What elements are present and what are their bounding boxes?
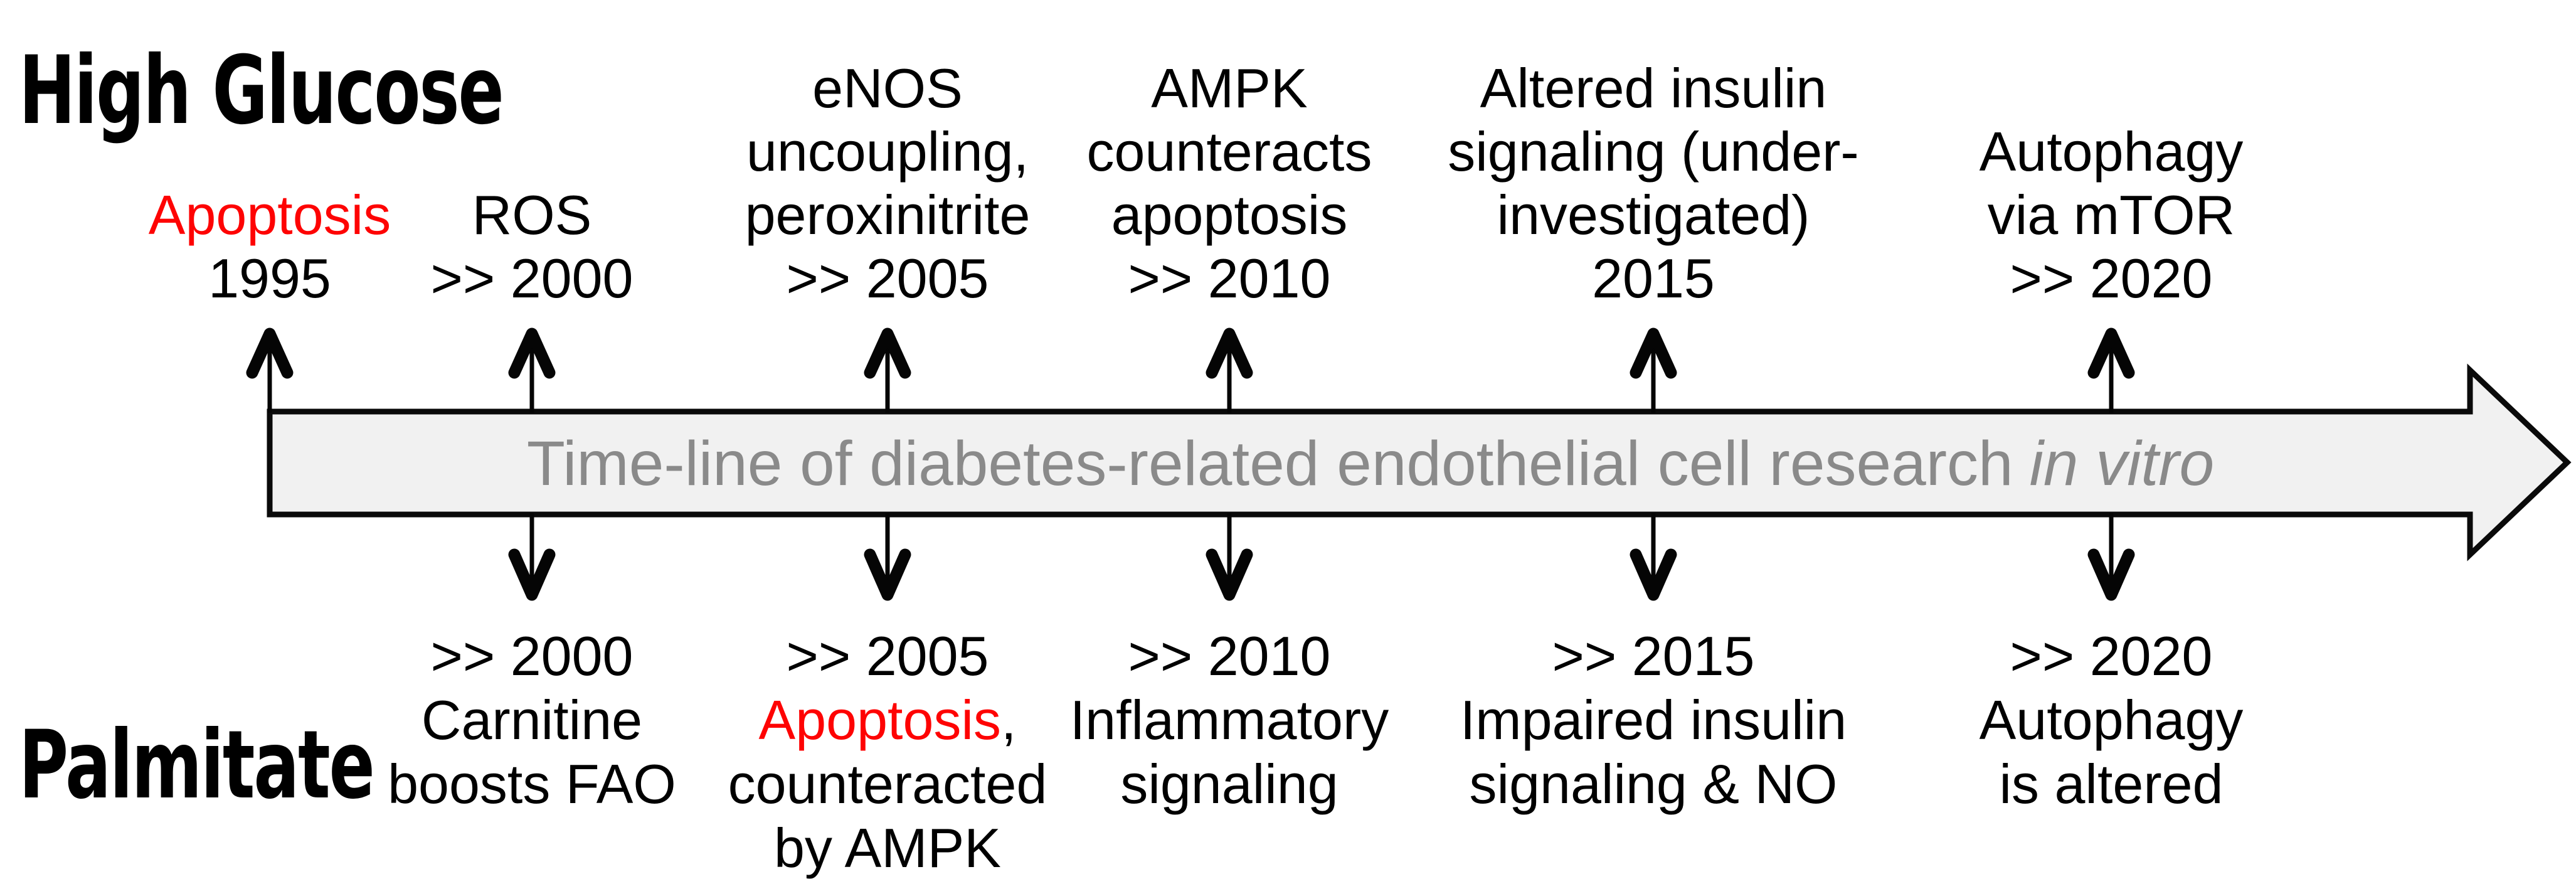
event-text: counteracts	[1086, 120, 1372, 183]
palmitate-event-2005: >> 2005 Apoptosis, counteracted by AMPK	[643, 624, 1132, 880]
event-text: Autophagy	[1979, 689, 2244, 751]
timeline-title-italic: in vitro	[2029, 428, 2215, 499]
event-text: counteracted	[728, 753, 1047, 815]
palmitate-event-2015: >> 2015 Impaired insulin signaling & NO	[1409, 624, 1898, 816]
event-text: Carnitine	[421, 689, 643, 751]
down-arrow-2000	[508, 513, 556, 601]
hg-event-1995: Apoptosis 1995	[25, 183, 514, 310]
event-year: 2015	[1592, 247, 1715, 309]
palmitate-event-2020: >> 2020 Autophagy is altered	[1867, 624, 2356, 816]
up-arrow-2010	[1206, 328, 1253, 413]
up-arrow-2000	[508, 328, 556, 413]
event-text: ROS	[472, 184, 592, 246]
event-year: >> 2000	[430, 247, 633, 309]
event-year: >> 2020	[2010, 247, 2213, 309]
event-text: boosts FAO	[388, 753, 676, 815]
event-text: via mTOR	[1987, 184, 2235, 246]
event-text: investigated)	[1497, 184, 1810, 246]
event-year: 1995	[208, 247, 331, 309]
down-arrow-2020	[2087, 513, 2135, 601]
event-text: Autophagy	[1979, 120, 2244, 183]
event-year: >> 2005	[786, 625, 989, 687]
event-text: peroxinitrite	[745, 184, 1031, 246]
down-arrow-2010	[1206, 513, 1253, 601]
timeline-block-arrow	[267, 363, 2572, 562]
down-arrow-2015	[1630, 513, 1677, 601]
event-text: Altered insulin	[1480, 57, 1827, 119]
event-text: is altered	[1999, 753, 2224, 815]
event-year: >> 2020	[2010, 625, 2213, 687]
hg-event-2000: ROS >> 2000	[287, 183, 777, 310]
event-text: apoptosis	[1111, 184, 1348, 246]
event-text-suffix: ,	[1001, 689, 1017, 751]
timeline-title-regular: Time-line of diabetes-related endothelia…	[526, 428, 2013, 499]
hg-event-2015: Altered insulin signaling (under- invest…	[1409, 56, 1898, 310]
event-text: uncoupling,	[746, 120, 1029, 183]
up-arrow-1995	[246, 328, 294, 413]
event-text: AMPK	[1151, 57, 1308, 119]
event-year: >> 2000	[430, 625, 633, 687]
event-text: by AMPK	[774, 817, 1001, 879]
up-arrow-2005	[864, 328, 911, 413]
down-arrow-2005	[864, 513, 911, 601]
up-arrow-2015	[1630, 328, 1677, 413]
event-year: >> 2010	[1128, 247, 1331, 309]
event-text: Impaired insulin	[1460, 689, 1847, 751]
palmitate-event-2000: >> 2000 Carnitine boosts FAO	[287, 624, 777, 816]
event-text: signaling	[1120, 753, 1338, 815]
hg-event-2005: eNOS uncoupling, peroxinitrite >> 2005	[643, 56, 1132, 310]
hg-event-2020: Autophagy via mTOR >> 2020	[1867, 120, 2356, 310]
event-year: >> 2015	[1552, 625, 1755, 687]
event-text: Apoptosis	[148, 184, 391, 246]
event-text: eNOS	[812, 57, 963, 119]
hg-event-2010: AMPK counteracts apoptosis >> 2010	[985, 56, 1474, 310]
palmitate-label: Palmitate	[19, 711, 375, 820]
up-arrow-2020	[2087, 328, 2135, 413]
event-text: Inflammatory	[1069, 689, 1389, 751]
event-text: signaling & NO	[1469, 753, 1838, 815]
palmitate-event-2010: >> 2010 Inflammatory signaling	[985, 624, 1474, 816]
event-text: Apoptosis,	[643, 688, 1132, 752]
event-text-red: Apoptosis	[758, 689, 1001, 751]
event-year: >> 2005	[786, 247, 989, 309]
event-text: signaling (under-	[1448, 120, 1859, 183]
high-glucose-label: High Glucose	[19, 36, 504, 146]
event-year: >> 2010	[1128, 625, 1331, 687]
timeline-title: Time-line of diabetes-related endothelia…	[275, 414, 2466, 513]
